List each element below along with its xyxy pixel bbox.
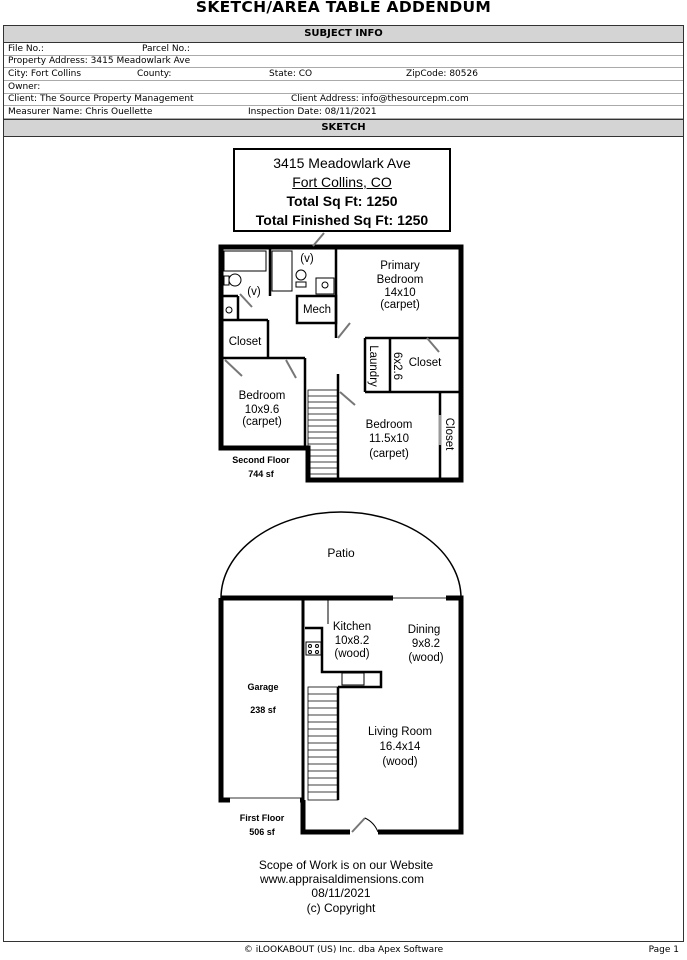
owner: Owner:: [8, 82, 41, 92]
copyright-note: (c) Copyright: [307, 901, 376, 915]
laundry-size: 6x2.6: [391, 352, 403, 380]
subject-info-header: SUBJECT INFO: [4, 25, 683, 43]
property-address: Property Address: 3415 Meadowlark Ave: [8, 56, 191, 66]
primary-bedroom-label: Primary: [380, 260, 420, 272]
closet-label: Closet: [409, 357, 442, 369]
parcel-no: Parcel No.:: [142, 44, 190, 54]
vent-label: (v): [247, 286, 261, 298]
second-floor-plan: [218, 232, 464, 483]
second-floor-stairs: [307, 389, 339, 481]
footer-copyright: © iLOOKABOUT (US) Inc. dba Apex Software: [243, 945, 444, 955]
row-measurer: Measurer Name: Chris Ouellette Inspectio…: [4, 106, 683, 119]
garage-area: 238 sf: [250, 705, 277, 715]
page-title: SKETCH/AREA TABLE ADDENDUM: [195, 0, 492, 16]
bedroom-floor: (carpet): [369, 448, 409, 460]
living-room-floor: (wood): [382, 756, 417, 768]
first-floor-plan: [218, 511, 464, 835]
kitchen-label: Kitchen: [333, 621, 371, 633]
kitchen-size: 10x8.2: [335, 635, 370, 647]
inspection-date: Inspection Date: 08/11/2021: [248, 107, 377, 117]
bedroom-size: 11.5x10: [369, 433, 409, 445]
first-floor-area: 506 sf: [249, 827, 276, 837]
dining-size: 9x8.2: [412, 638, 440, 650]
bedroom-size: 10x9.6: [245, 404, 280, 416]
kitchen-floor: (wood): [334, 648, 369, 660]
total-sqft: Total Sq Ft: 1250: [286, 193, 398, 209]
finished-sqft: Total Finished Sq Ft: 1250: [255, 212, 429, 228]
row-client: Client: The Source Property Management C…: [4, 93, 683, 106]
sketch-header: SKETCH: [4, 119, 683, 137]
address-box: 3415 Meadowlark Ave Fort Collins, CO Tot…: [233, 148, 451, 232]
bedroom-floor: (carpet): [242, 416, 282, 428]
primary-bedroom-size: 14x10: [384, 287, 415, 299]
address-street: 3415 Meadowlark Ave: [273, 155, 411, 171]
state: State: CO: [269, 69, 313, 79]
row-file: File No.: Parcel No.:: [4, 43, 683, 56]
garage-label: Garage: [247, 682, 278, 692]
first-floor-stairs: [307, 686, 339, 801]
closet-label: Closet: [443, 418, 455, 451]
primary-bedroom-label: Bedroom: [377, 274, 424, 286]
address-city: Fort Collins, CO: [292, 174, 392, 190]
second-floor-area: 744 sf: [248, 469, 275, 479]
living-room-size: 16.4x14: [380, 741, 422, 753]
bedroom-label: Bedroom: [366, 419, 413, 431]
bedroom-label: Bedroom: [239, 390, 286, 402]
second-floor-label: Second Floor: [232, 455, 290, 465]
date-note: 08/11/2021: [311, 886, 370, 900]
dining-floor: (wood): [408, 652, 443, 664]
client: Client: The Source Property Management: [8, 94, 194, 104]
fixtures: [223, 232, 442, 445]
row-city: City: Fort Collins County: State: CO Zip…: [4, 68, 683, 81]
county: County:: [137, 69, 172, 79]
living-room-label: Living Room: [368, 726, 432, 738]
laundry-label: Laundry: [367, 345, 379, 387]
row-owner: Owner:: [4, 81, 683, 94]
measurer: Measurer Name: Chris Ouellette: [8, 107, 153, 117]
mech-label: Mech: [303, 304, 331, 316]
patio-label: Patio: [327, 546, 355, 560]
dining-label: Dining: [408, 624, 441, 636]
client-address: Client Address: info@thesourcepm.com: [291, 94, 469, 104]
vent-label: (v): [300, 253, 314, 265]
file-no: File No.:: [8, 44, 44, 54]
closet-label: Closet: [229, 336, 262, 348]
primary-bedroom-floor: (carpet): [380, 299, 420, 311]
website-note: www.appraisaldimensions.com: [259, 872, 424, 886]
scope-note: Scope of Work is on our Website: [259, 858, 434, 872]
first-floor-label: First Floor: [240, 813, 285, 823]
zip: ZipCode: 80526: [406, 69, 478, 79]
page-number: Page 1: [648, 945, 679, 955]
row-address: Property Address: 3415 Meadowlark Ave: [4, 55, 683, 68]
city: City: Fort Collins: [8, 69, 82, 79]
